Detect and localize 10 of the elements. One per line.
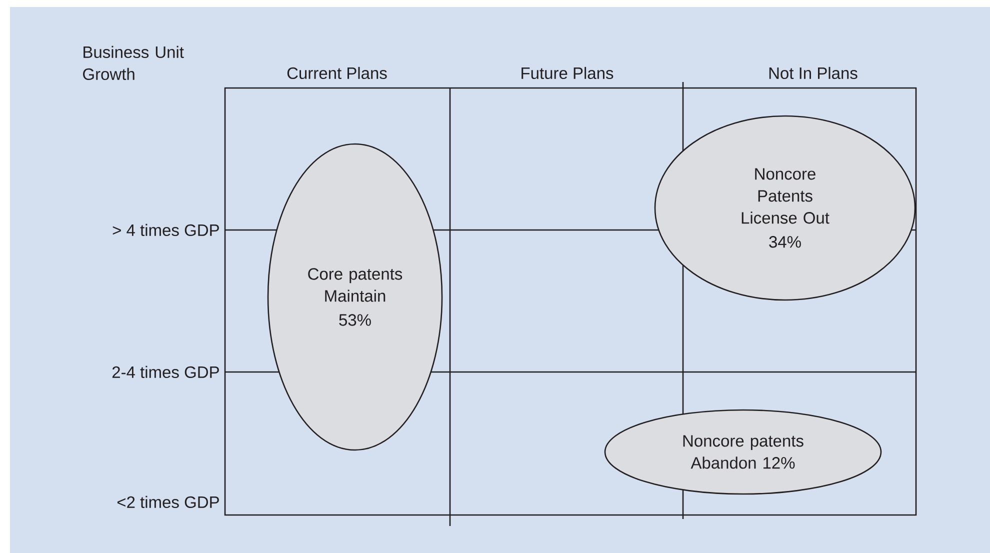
- axis-label: Not In Plans: [769, 66, 858, 80]
- axis-label: 2-4 times GDP: [112, 366, 219, 378]
- axis-label: Business Unit Growth: [83, 46, 184, 80]
- ellipse-node: Noncore Patents License Out 34%: [654, 115, 916, 301]
- ellipse-node: Core patents Maintain 53%: [267, 143, 443, 451]
- ellipse-node: Noncore patents Abandon 12%: [604, 409, 882, 495]
- axis-label: Future Plans: [522, 66, 614, 80]
- axis-label: <2 times GDP: [117, 496, 219, 508]
- axis-label: > 4 times GDP: [112, 224, 219, 236]
- axis-label: Current Plans: [287, 66, 387, 80]
